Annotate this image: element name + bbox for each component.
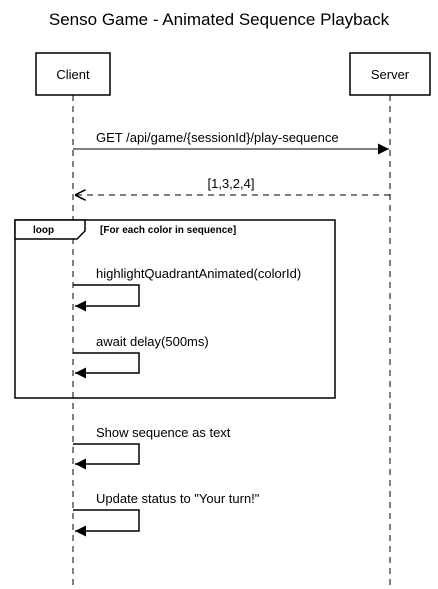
show-text-message-label: Show sequence as text <box>96 425 231 440</box>
highlight-arrow <box>73 284 140 312</box>
participant-client: Client <box>35 52 111 96</box>
response-message-label: [1,3,2,4] <box>208 176 255 191</box>
delay-message-label: await delay(500ms) <box>96 334 209 349</box>
loop-fragment: loop [For each color in sequence] <box>14 219 336 399</box>
diagram-title: Senso Game - Animated Sequence Playback <box>49 10 390 29</box>
participant-client-label: Client <box>56 67 90 82</box>
loop-tab <box>14 219 86 240</box>
self-message-show-text: Show sequence as text <box>73 425 231 470</box>
self-message-highlight: highlightQuadrantAnimated(colorId) <box>73 266 301 312</box>
participant-server: Server <box>349 52 431 96</box>
loop-frame <box>14 219 336 399</box>
participant-server-label: Server <box>371 67 410 82</box>
loop-condition: [For each color in sequence] <box>100 225 236 236</box>
self-message-delay: await delay(500ms) <box>73 334 209 379</box>
request-message-label: GET /api/game/{sessionId}/play-sequence <box>96 130 339 145</box>
update-status-arrow <box>73 509 140 537</box>
delay-arrow <box>73 352 140 379</box>
show-text-arrow <box>73 443 140 470</box>
self-message-update-status: Update status to "Your turn!" <box>73 491 260 537</box>
highlight-message-label: highlightQuadrantAnimated(colorId) <box>96 266 301 281</box>
loop-keyword: loop <box>33 225 54 236</box>
response-message: [1,3,2,4] <box>75 176 390 195</box>
request-message: GET /api/game/{sessionId}/play-sequence <box>73 130 389 155</box>
update-status-message-label: Update status to "Your turn!" <box>96 491 260 506</box>
